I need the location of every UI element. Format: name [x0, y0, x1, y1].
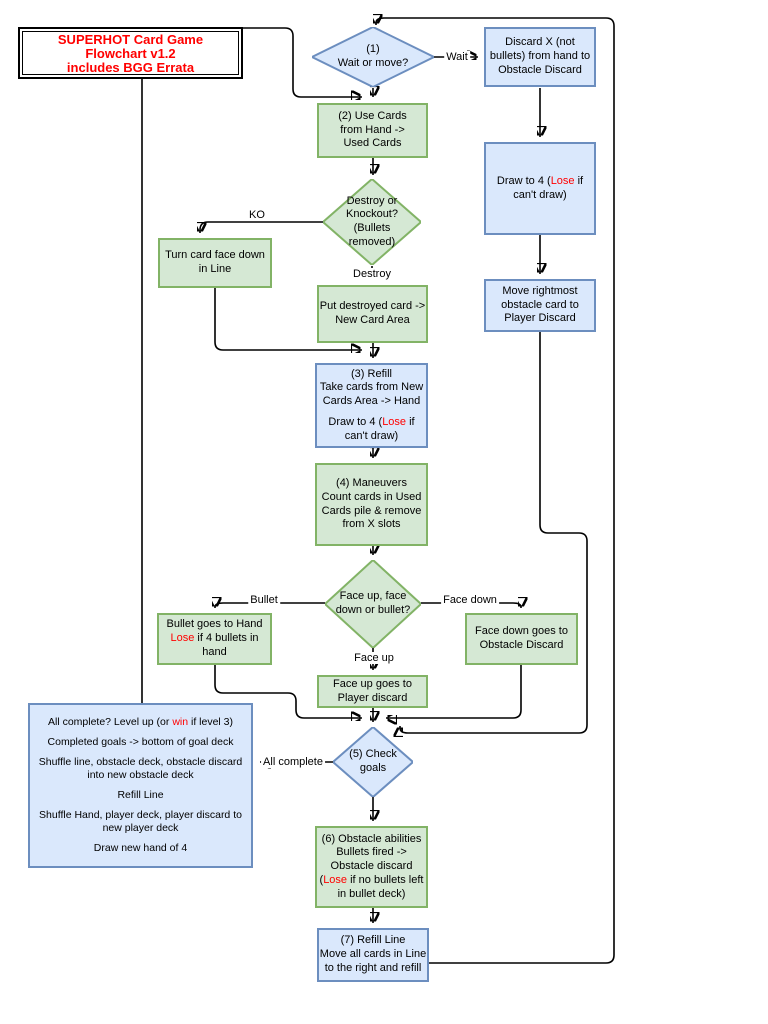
edge-face-down-merge [386, 665, 522, 718]
edge-label-wait: Wait [444, 51, 470, 63]
edge-label-face-up: Face up [352, 652, 396, 664]
edge-label-ko: KO [247, 209, 267, 221]
diamond-shape [333, 727, 413, 797]
diamond-shape [325, 560, 421, 648]
edge-label-bullet: Bullet [248, 594, 280, 606]
edge-label-destroy: Destroy [351, 268, 393, 280]
edge-bullet-branch [215, 603, 325, 608]
diamond-shape [323, 179, 421, 265]
node-level-up: All complete? Level up (or win if level … [28, 703, 253, 868]
edge-move-to-junction [400, 332, 588, 733]
edge-bullet-merge [214, 665, 362, 718]
node-wait-or-move: (1)Wait or move? [312, 27, 434, 87]
edge-refill-line-return [376, 18, 615, 964]
edge-face-down-branch [421, 603, 521, 608]
diamond-shape [312, 27, 434, 87]
edge-ko-branch [200, 221, 324, 233]
edge-label-face-down: Face down [441, 594, 499, 606]
node-put-destroyed: Put destroyed card ->New Card Area [317, 285, 428, 343]
edge-turn-card-merge [214, 288, 362, 350]
edge-label-all-complete: All complete [261, 756, 325, 768]
